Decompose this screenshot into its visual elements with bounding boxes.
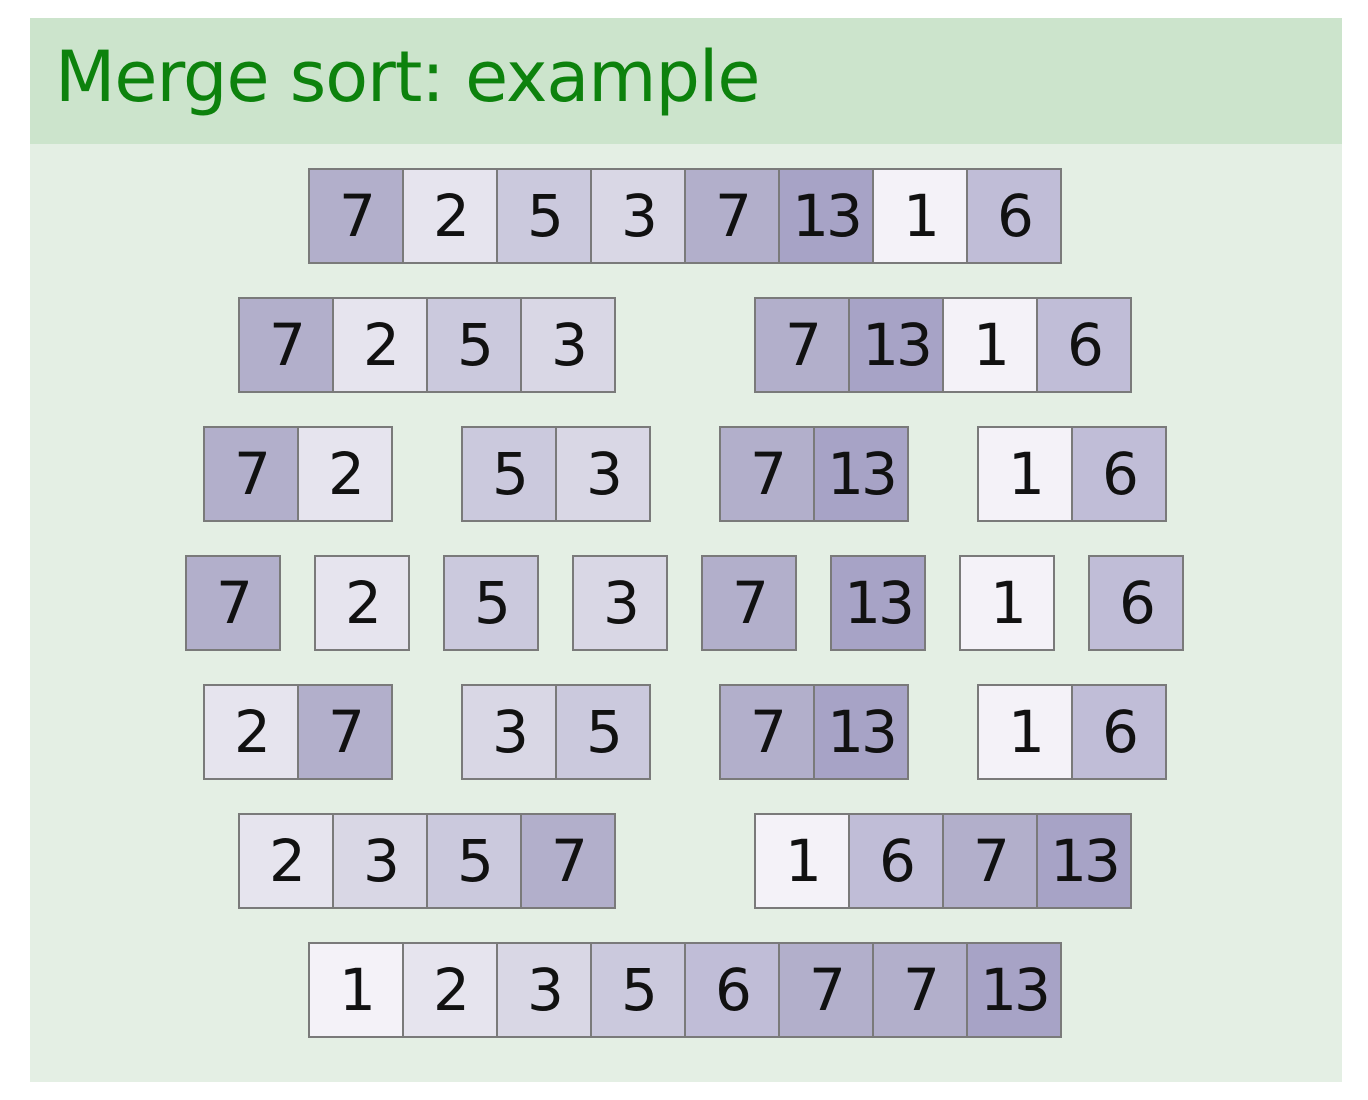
array-cell: 3 (463, 686, 555, 778)
array-cell: 2 (316, 557, 408, 649)
array-cell: 13 (1036, 815, 1130, 907)
array-row-4-group-1: 7 (185, 555, 281, 651)
array-cell: 5 (426, 815, 520, 907)
title-bar: Merge sort: example (30, 18, 1342, 144)
array-cell: 6 (1036, 299, 1130, 391)
array-cell: 13 (813, 686, 907, 778)
array-cell: 6 (1090, 557, 1182, 649)
array-cell: 7 (721, 428, 813, 520)
array-cell: 7 (756, 299, 848, 391)
array-cell: 2 (402, 170, 496, 262)
array-cell: 13 (813, 428, 907, 520)
array-row-4-group-2: 2 (314, 555, 410, 651)
array-row-4-group-5: 7 (701, 555, 797, 651)
array-row-4-group-3: 5 (443, 555, 539, 651)
array-row-4-group-6: 13 (830, 555, 926, 651)
array-cell: 2 (297, 428, 391, 520)
array-cell: 5 (463, 428, 555, 520)
array-cell: 1 (872, 170, 966, 262)
array-cell: 7 (703, 557, 795, 649)
array-cell: 1 (310, 944, 402, 1036)
array-cell: 3 (590, 170, 684, 262)
array-row-4-group-7: 1 (959, 555, 1055, 651)
array-cell: 1 (756, 815, 848, 907)
array-row-4-group-4: 3 (572, 555, 668, 651)
array-cell: 6 (1071, 428, 1165, 520)
array-cell: 1 (979, 686, 1071, 778)
array-cell: 7 (721, 686, 813, 778)
array-cell: 7 (872, 944, 966, 1036)
array-cell: 2 (332, 299, 426, 391)
slide-title: Merge sort: example (55, 36, 760, 118)
array-cell: 7 (684, 170, 778, 262)
array-cell: 7 (520, 815, 614, 907)
array-cell: 6 (966, 170, 1060, 262)
array-cell: 6 (1071, 686, 1165, 778)
array-cell: 5 (590, 944, 684, 1036)
array-row-4-group-8: 6 (1088, 555, 1184, 651)
array-cell: 3 (332, 815, 426, 907)
array-cell: 1 (942, 299, 1036, 391)
array-cell: 5 (496, 170, 590, 262)
array-cell: 1 (979, 428, 1071, 520)
array-cell: 13 (778, 170, 872, 262)
array-cell: 7 (187, 557, 279, 649)
array-cell: 13 (832, 557, 924, 649)
array-cell: 3 (520, 299, 614, 391)
array-cell: 7 (240, 299, 332, 391)
array-cell: 7 (778, 944, 872, 1036)
array-cell: 7 (297, 686, 391, 778)
array-cell: 6 (684, 944, 778, 1036)
array-cell: 5 (555, 686, 649, 778)
array-cell: 3 (574, 557, 666, 649)
array-cell: 3 (496, 944, 590, 1036)
array-cell: 5 (445, 557, 537, 649)
array-cell: 13 (966, 944, 1060, 1036)
array-cell: 5 (426, 299, 520, 391)
array-cell: 2 (240, 815, 332, 907)
array-cell: 7 (310, 170, 402, 262)
array-cell: 6 (848, 815, 942, 907)
array-cell: 13 (848, 299, 942, 391)
array-cell: 3 (555, 428, 649, 520)
array-cell: 1 (961, 557, 1053, 649)
array-cell: 7 (205, 428, 297, 520)
array-cell: 2 (205, 686, 297, 778)
array-cell: 2 (402, 944, 496, 1036)
array-cell: 7 (942, 815, 1036, 907)
